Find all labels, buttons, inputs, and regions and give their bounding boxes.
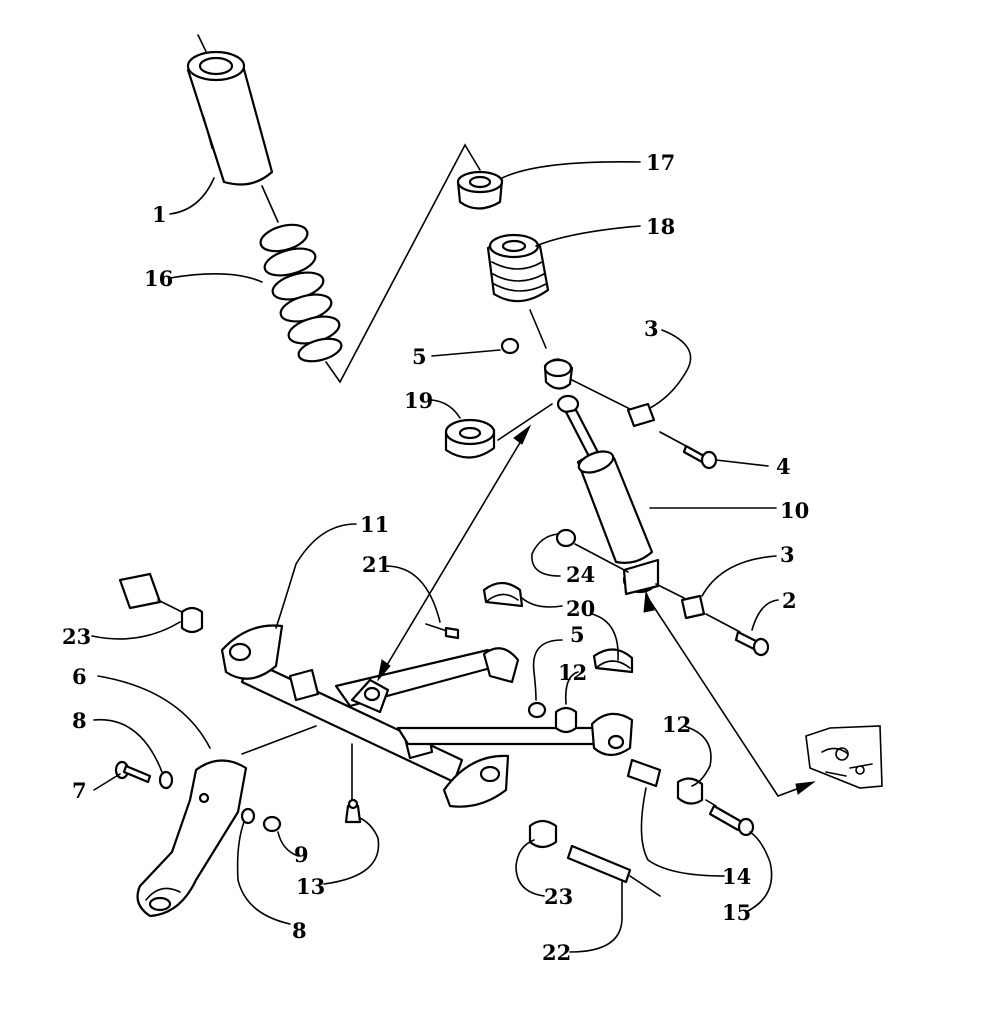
callout-5-upper: 5	[412, 344, 427, 369]
part-bushing-left	[118, 572, 204, 634]
callout-21: 21	[362, 552, 391, 577]
part-spring-cover	[186, 34, 274, 186]
callout-8-upper: 8	[72, 708, 87, 733]
part-mount-bracket-lower	[592, 648, 634, 674]
part-bolt-7	[114, 760, 152, 784]
part-pivot-bolt	[425, 623, 460, 640]
arrow-shock-to-aarm	[377, 424, 532, 682]
part-upper-bolt	[659, 431, 718, 470]
part-bolt-15	[705, 799, 755, 837]
part-washer-8-lower	[240, 807, 256, 825]
part-coil-spring	[259, 143, 481, 384]
callout-labels: 1 16 17 18 3 5 19 4 10 11 21 3 24 2 20 5…	[62, 150, 809, 965]
callout-12-left: 12	[558, 660, 587, 685]
callout-10: 10	[780, 498, 809, 523]
part-bump-stop	[486, 233, 550, 349]
part-spring-retainer	[444, 403, 553, 459]
callout-4: 4	[776, 454, 791, 479]
callout-22: 22	[542, 940, 571, 965]
part-bushing-12	[527, 701, 578, 734]
callout-24: 24	[566, 562, 595, 587]
callout-15: 15	[722, 900, 751, 925]
callout-3-upper: 3	[644, 316, 659, 341]
callout-13: 13	[296, 874, 325, 899]
part-grease-fitting	[344, 798, 362, 824]
part-washer-8-upper	[158, 770, 174, 790]
callout-1: 1	[152, 202, 167, 227]
part-nut-9	[262, 815, 282, 833]
part-shock-absorber	[543, 358, 660, 596]
callout-18: 18	[646, 214, 675, 239]
callout-9: 9	[294, 842, 309, 867]
part-mount-bracket-upper	[482, 581, 524, 608]
callout-2: 2	[782, 588, 797, 613]
part-lower-bolt	[705, 613, 770, 657]
part-shaft	[566, 844, 661, 897]
callout-19: 19	[404, 388, 433, 413]
part-bushing-right	[528, 819, 558, 849]
callout-16: 16	[144, 266, 173, 291]
arrow-shock-to-frame	[643, 590, 816, 797]
part-nut-upper	[500, 337, 520, 355]
part-adjuster-nut	[456, 170, 504, 210]
callout-17: 17	[646, 150, 675, 175]
part-frame-connection	[805, 725, 883, 789]
part-lower-bushing	[655, 583, 706, 620]
part-upper-bushing	[571, 379, 656, 428]
callout-8-lower: 8	[292, 918, 307, 943]
callout-7: 7	[72, 778, 87, 803]
part-spacer-14	[626, 758, 704, 805]
callout-11: 11	[360, 512, 389, 537]
callout-23-right: 23	[544, 884, 573, 909]
callout-3-lower: 3	[780, 542, 795, 567]
callout-23-left: 23	[62, 624, 91, 649]
callout-14: 14	[722, 864, 751, 889]
callout-12-right: 12	[662, 712, 691, 737]
leader-lines	[91, 161, 779, 953]
callout-20: 20	[566, 596, 595, 621]
part-nut-lower	[555, 528, 629, 573]
part-steering-arm	[136, 725, 317, 918]
part-a-arm	[220, 624, 634, 808]
callout-6: 6	[72, 664, 87, 689]
callout-5-lower: 5	[570, 622, 585, 647]
